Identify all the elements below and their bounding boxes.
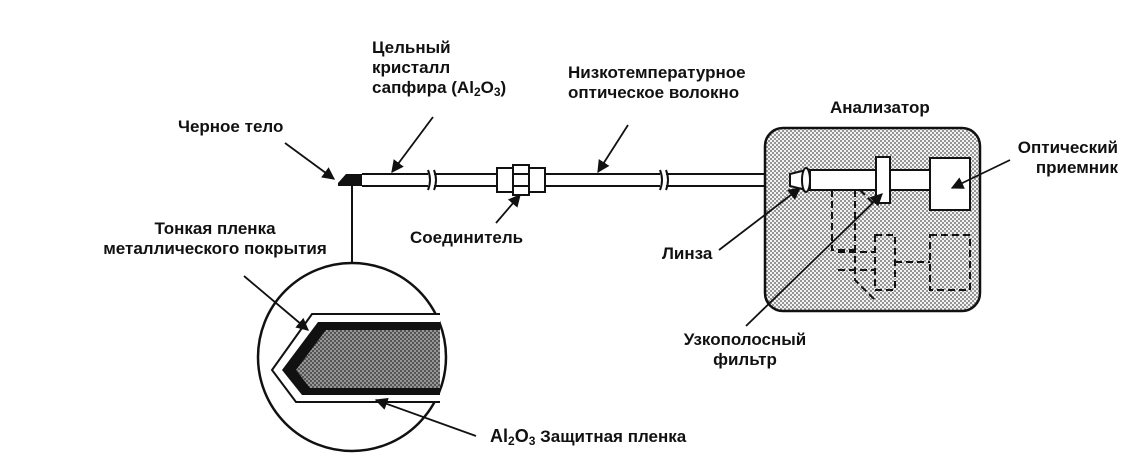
crystal-label-line3: сапфира (Al2O3): [372, 78, 506, 102]
analyzer-box: [763, 126, 982, 313]
crystal-label: Цельный кристалл сапфира (Al2O3): [372, 38, 506, 102]
sapphire-rod: [362, 173, 428, 187]
light-path: [809, 169, 931, 191]
crystal-formula-prefix: сапфира (Al: [372, 78, 474, 97]
receiver-label: Оптический приемник: [1000, 138, 1118, 178]
protective-formula-sub2: 3: [528, 434, 536, 448]
leader-lines: [243, 116, 1011, 437]
receiver-label-line2: приемник: [1035, 158, 1118, 177]
protective-film-label: Al2O3 Защитная пленка: [490, 426, 686, 451]
crystal-formula-sub2: 3: [493, 85, 501, 99]
filter-label-line1: Узкополосный: [683, 330, 807, 349]
fiber-label-line1: Низкотемпературное: [568, 63, 746, 82]
fiber-break-2: [659, 169, 669, 191]
thin-film-label-line2: металлического покрытия: [103, 239, 327, 258]
crystal-formula-mid: O: [480, 78, 494, 97]
thin-film-label-line1: Тонкая пленка: [154, 219, 276, 238]
fiber-label: Низкотемпературное оптическое волокно: [568, 63, 746, 103]
thin-film-label: Тонкая пленка металлического покрытия: [100, 219, 330, 259]
filter-label-line2: фильтр: [713, 350, 777, 369]
connector-label: Соединитель: [410, 228, 524, 247]
fiber-segment-1: [434, 173, 500, 187]
receiver-label-line1: Оптический: [1017, 138, 1118, 157]
narrowband-filter: [875, 156, 891, 204]
black-body-tip: [338, 174, 362, 186]
protective-film-text: Защитная пленка: [535, 427, 687, 446]
protective-formula-sub1: 2: [508, 434, 515, 448]
lens-label: Линза: [662, 244, 713, 263]
analyzer-label: Анализатор: [830, 98, 930, 117]
black-body-label: Черное тело: [178, 117, 284, 136]
crystal-formula-sub1: 2: [473, 85, 481, 99]
connector-body: [496, 164, 546, 196]
crystal-label-line2: кристалл: [372, 58, 451, 77]
fiber-label-line2: оптическое волокно: [568, 83, 740, 102]
filter-label: Узкополосный фильтр: [655, 330, 835, 370]
protective-formula-prefix: Al: [490, 426, 508, 446]
fiber-break-1: [427, 169, 437, 191]
coating-layers: [270, 313, 440, 403]
optical-receiver: [929, 157, 971, 211]
protective-formula-mid: O: [514, 426, 529, 446]
crystal-formula-suffix: ): [500, 78, 507, 97]
fiber-segment-2: [545, 173, 660, 187]
crystal-label-line1: Цельный: [372, 38, 451, 57]
